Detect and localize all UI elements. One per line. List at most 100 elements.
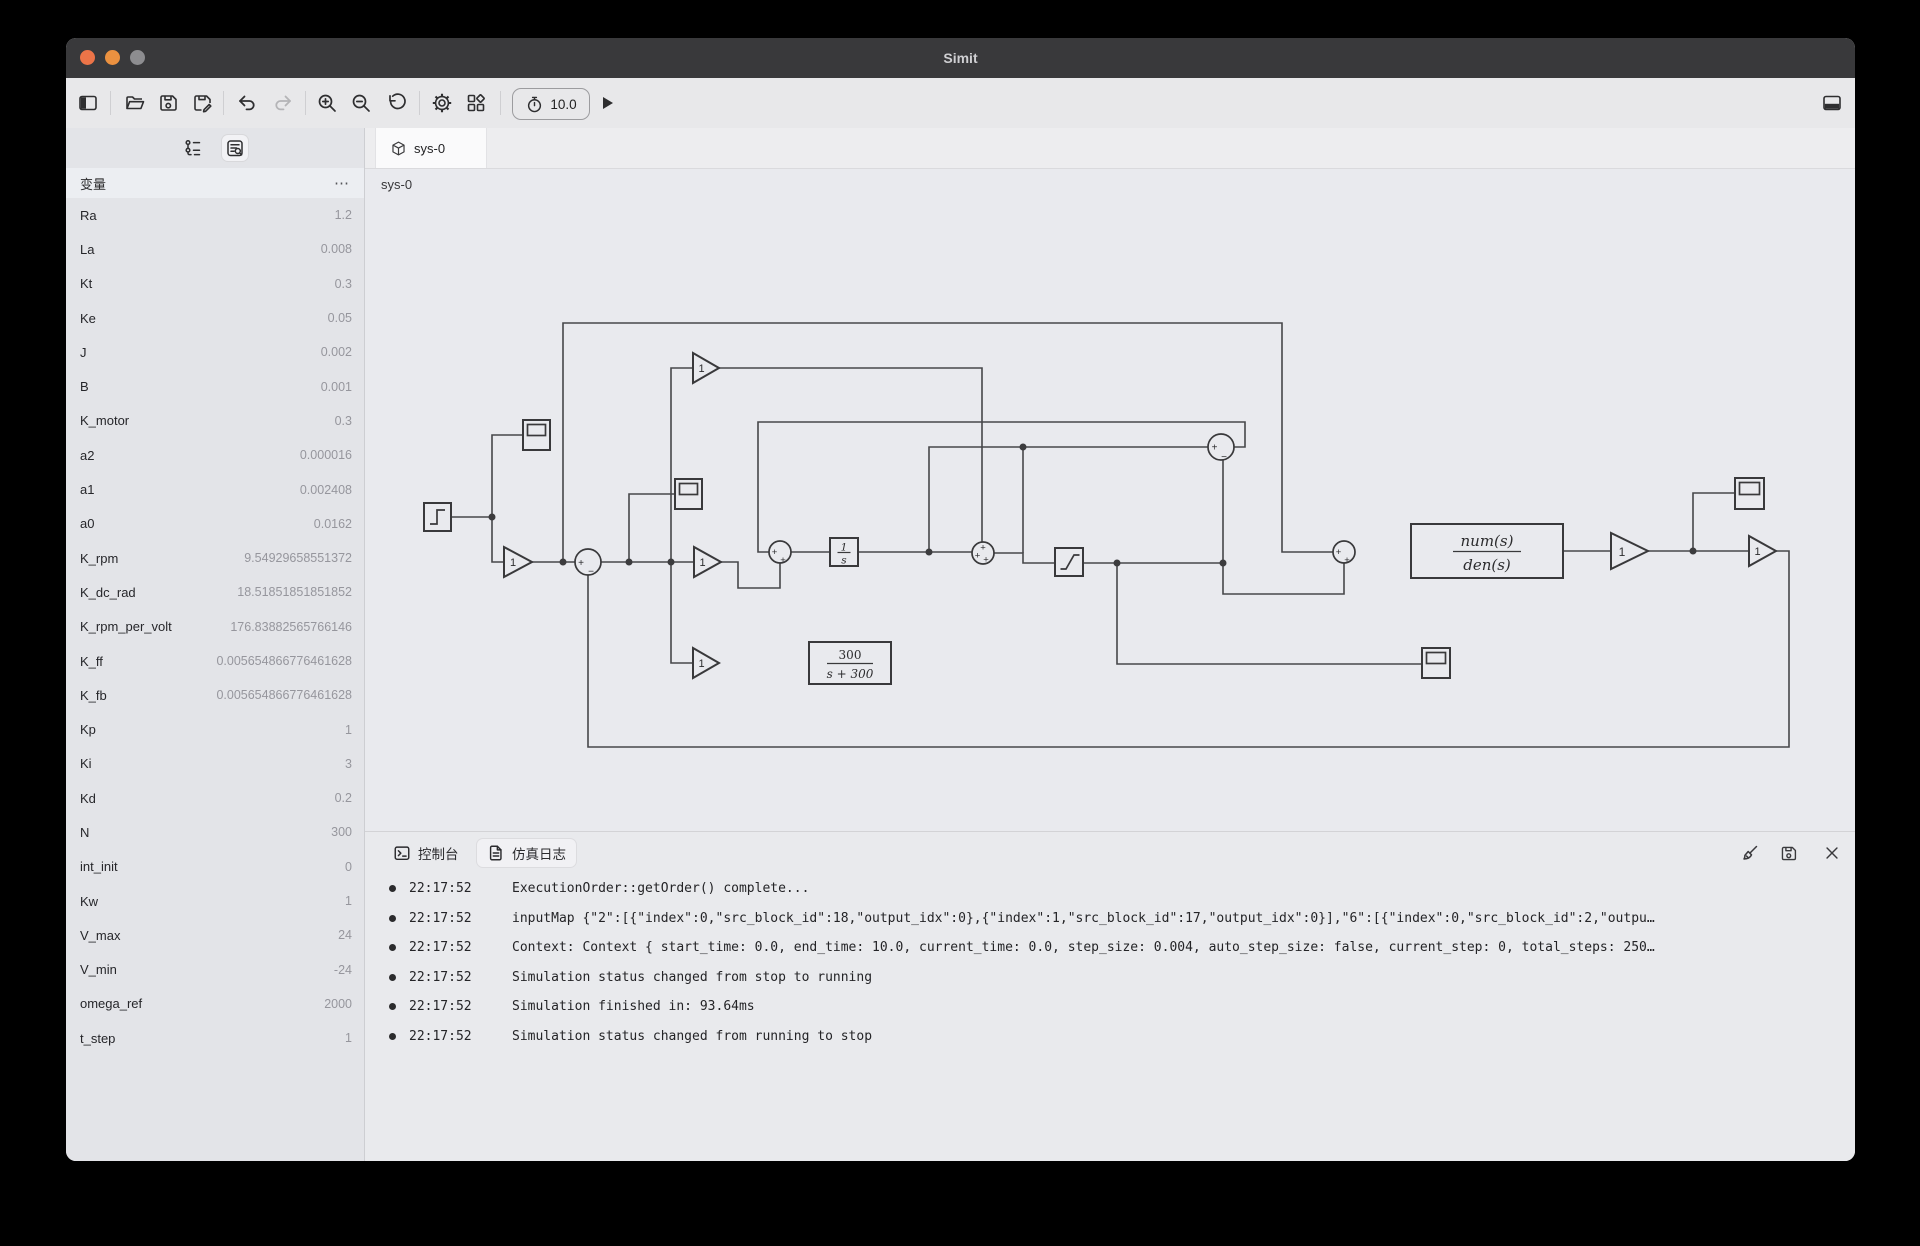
variable-value: 0.002408 [300, 483, 352, 497]
step-source-block[interactable] [424, 503, 451, 531]
scope-block[interactable] [1735, 478, 1764, 509]
variable-row[interactable]: omega_ref2000 [66, 987, 364, 1021]
variable-row[interactable]: Ki3 [66, 747, 364, 781]
wire[interactable] [492, 435, 523, 517]
wire[interactable] [588, 551, 1789, 747]
simulation-time-input[interactable]: 10.0 [512, 88, 590, 120]
minus-sign: − [588, 567, 594, 578]
variable-name: K_rpm_per_volt [80, 619, 172, 634]
block-library-button[interactable] [464, 91, 488, 115]
open-file-button[interactable] [123, 91, 147, 115]
tree-view-button[interactable] [180, 135, 206, 161]
log-message: Simulation finished in: 93.64ms [512, 999, 1855, 1014]
editor-tabbar: sys-0 [365, 128, 1855, 169]
zoom-in-icon [316, 92, 338, 114]
variable-row[interactable]: Kw1 [66, 884, 364, 918]
tab-simulation-log[interactable]: 仿真日志 [477, 839, 576, 867]
reset-view-button[interactable] [385, 91, 409, 115]
wire[interactable] [492, 517, 504, 562]
gain-value: 1 [698, 363, 704, 375]
plus-sign: + [1336, 547, 1342, 558]
sum-junction[interactable]: + − [1208, 434, 1234, 463]
wire[interactable] [994, 553, 1055, 563]
tab-sys-0[interactable]: sys-0 [375, 128, 487, 168]
variable-row[interactable]: K_dc_rad18.51851851851852 [66, 575, 364, 609]
wire[interactable] [1693, 493, 1735, 551]
zoom-in-button[interactable] [315, 91, 339, 115]
variable-name: V_min [80, 962, 117, 977]
variable-row[interactable]: Kd0.2 [66, 781, 364, 815]
integrator-block[interactable]: 1 s [830, 538, 858, 567]
variable-row[interactable]: V_min-24 [66, 953, 364, 987]
sum-junction[interactable]: + + + [972, 542, 994, 566]
variable-row[interactable]: Ra1.2 [66, 198, 364, 232]
gain-block[interactable]: 1 [693, 353, 719, 383]
scope-block[interactable] [523, 420, 550, 450]
sum-junction[interactable]: + + [769, 541, 791, 566]
wire[interactable] [1117, 563, 1422, 664]
toolbar-separator [500, 91, 501, 115]
sum-junction[interactable]: + + [1333, 541, 1355, 566]
save-as-button[interactable] [190, 91, 214, 115]
variable-row[interactable]: K_motor0.3 [66, 404, 364, 438]
zoom-out-icon [350, 92, 372, 114]
wire[interactable] [929, 447, 1208, 552]
wire[interactable] [721, 562, 780, 588]
gain-block[interactable]: 1 [693, 648, 719, 678]
variable-list-button[interactable] [222, 135, 248, 161]
scope-block[interactable] [675, 479, 702, 509]
log-message: Context: Context { start_time: 0.0, end_… [512, 940, 1855, 955]
wire[interactable] [758, 422, 1245, 552]
variable-row[interactable]: int_init0 [66, 850, 364, 884]
variable-row[interactable]: K_rpm9.54929658551372 [66, 541, 364, 575]
variable-row[interactable]: K_ff0.005654866776461628 [66, 644, 364, 678]
variable-row[interactable]: t_step1 [66, 1021, 364, 1055]
variable-row[interactable]: N300 [66, 815, 364, 849]
diagram-canvas[interactable]: sys-0 [365, 169, 1855, 831]
gain-block[interactable]: 1 [694, 547, 721, 577]
variable-row[interactable]: V_max24 [66, 918, 364, 952]
save-button[interactable] [156, 91, 180, 115]
variable-row[interactable]: K_fb0.005654866776461628 [66, 678, 364, 712]
variable-name: N [80, 825, 89, 840]
gain-block[interactable]: 1 [504, 547, 532, 577]
undo-button[interactable] [235, 91, 259, 115]
redo-button[interactable] [271, 91, 295, 115]
variable-row[interactable]: Kp1 [66, 712, 364, 746]
variables-menu-button[interactable]: ⋯ [334, 174, 350, 192]
variable-row[interactable]: a20.000016 [66, 438, 364, 472]
settings-button[interactable] [430, 91, 454, 115]
run-simulation-button[interactable] [595, 91, 619, 115]
variable-row[interactable]: La0.008 [66, 232, 364, 266]
wire[interactable] [671, 368, 693, 562]
sum-junction[interactable]: + − [575, 549, 601, 578]
zoom-out-button[interactable] [349, 91, 373, 115]
variable-value: 2000 [324, 997, 352, 1011]
variable-row[interactable]: a00.0162 [66, 507, 364, 541]
plant-transfer-function-block[interactable]: num(s) den(s) [1411, 524, 1563, 578]
log-timestamp: 22:17:52 [409, 911, 501, 926]
wire[interactable] [1223, 460, 1344, 594]
clear-log-button[interactable] [1739, 842, 1761, 864]
lowpass-filter-block[interactable]: 300 s + 300 [809, 642, 891, 684]
variable-row[interactable]: J0.002 [66, 335, 364, 369]
toggle-bottom-panel-button[interactable] [1820, 91, 1844, 115]
variable-row[interactable]: B0.001 [66, 369, 364, 403]
variable-value: 18.51851851851852 [237, 585, 352, 599]
block-diagram: 1 1 1 1 [365, 169, 1855, 831]
gain-block[interactable]: 1 [1749, 536, 1776, 566]
scope-block[interactable] [1422, 648, 1450, 678]
variable-row[interactable]: Kt0.3 [66, 267, 364, 301]
close-panel-button[interactable] [1821, 842, 1843, 864]
variable-row[interactable]: Ke0.05 [66, 301, 364, 335]
gain-block[interactable]: 1 [1611, 533, 1648, 569]
variable-row[interactable]: a10.002408 [66, 472, 364, 506]
wire[interactable] [629, 494, 675, 562]
log-list[interactable]: 22:17:52ExecutionOrder::getOrder() compl… [365, 874, 1855, 1161]
toggle-sidebar-button[interactable] [76, 91, 100, 115]
wire[interactable] [671, 562, 693, 663]
tab-console[interactable]: 控制台 [383, 839, 469, 867]
variable-row[interactable]: K_rpm_per_volt176.83882565766146 [66, 610, 364, 644]
saturation-block[interactable] [1055, 548, 1083, 576]
save-log-button[interactable] [1777, 842, 1799, 864]
